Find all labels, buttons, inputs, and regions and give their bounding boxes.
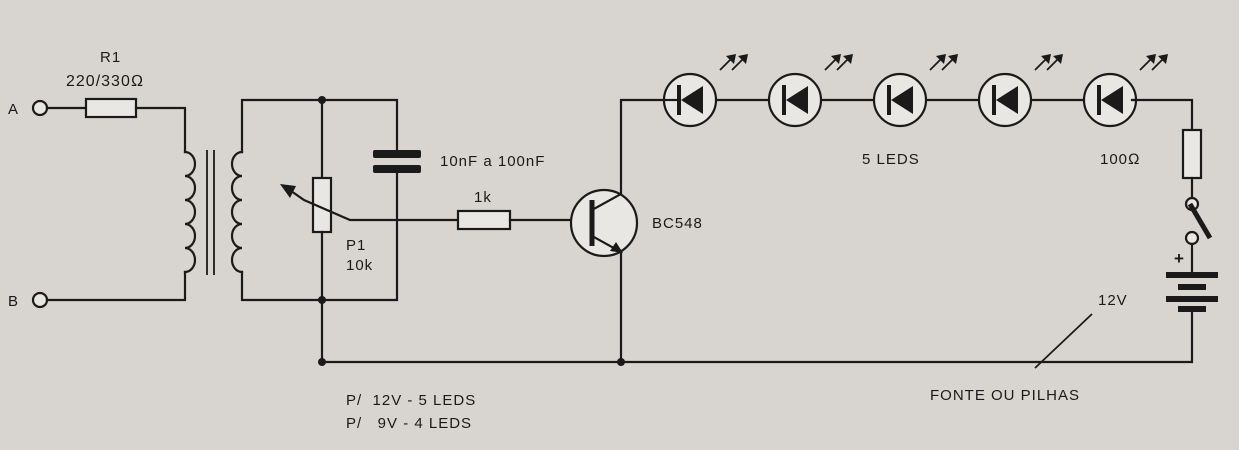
battery-plus: + <box>1174 249 1185 268</box>
capacitor-value: 10nF a 100nF <box>440 153 545 170</box>
r1-name: R1 <box>100 49 121 66</box>
resistor-100: 100Ω <box>1100 98 1203 200</box>
led <box>662 54 748 128</box>
p1-value: 10k <box>346 257 373 274</box>
led <box>872 54 958 128</box>
terminal-b-label: B <box>8 293 19 310</box>
led <box>1082 54 1168 128</box>
battery: + 12V FONTE OU PILHAS <box>930 249 1218 404</box>
note-9v: P/ 9V - 4 LEDS <box>346 415 472 432</box>
potentiometer-p1: P1 10k <box>280 98 460 302</box>
resistor-r1: R1 220/330Ω <box>45 49 187 154</box>
transformer <box>45 98 324 302</box>
terminal-a-label: A <box>8 101 19 118</box>
led <box>977 54 1063 128</box>
resistor-100-value: 100Ω <box>1100 151 1141 168</box>
terminal-a: A <box>8 99 49 118</box>
capacitor: 10nF a 100nF <box>320 98 545 302</box>
r1-value: 220/330Ω <box>66 73 144 90</box>
note-12v: P/ 12V - 5 LEDS <box>346 392 476 409</box>
terminal-b: B <box>8 291 49 310</box>
p1-name: P1 <box>346 237 366 254</box>
transistor-bc548: BC548 <box>569 98 703 366</box>
ground-rail <box>320 298 1194 364</box>
battery-caption: FONTE OU PILHAS <box>930 387 1080 404</box>
led <box>767 54 853 128</box>
led-chain <box>662 54 1168 128</box>
battery-voltage: 12V <box>1098 292 1128 309</box>
resistor-1k-value: 1k <box>474 189 492 206</box>
leds-label: 5 LEDS <box>862 151 920 168</box>
transistor-name: BC548 <box>652 215 703 232</box>
switch <box>1184 196 1213 274</box>
resistor-1k: 1k <box>456 189 592 231</box>
